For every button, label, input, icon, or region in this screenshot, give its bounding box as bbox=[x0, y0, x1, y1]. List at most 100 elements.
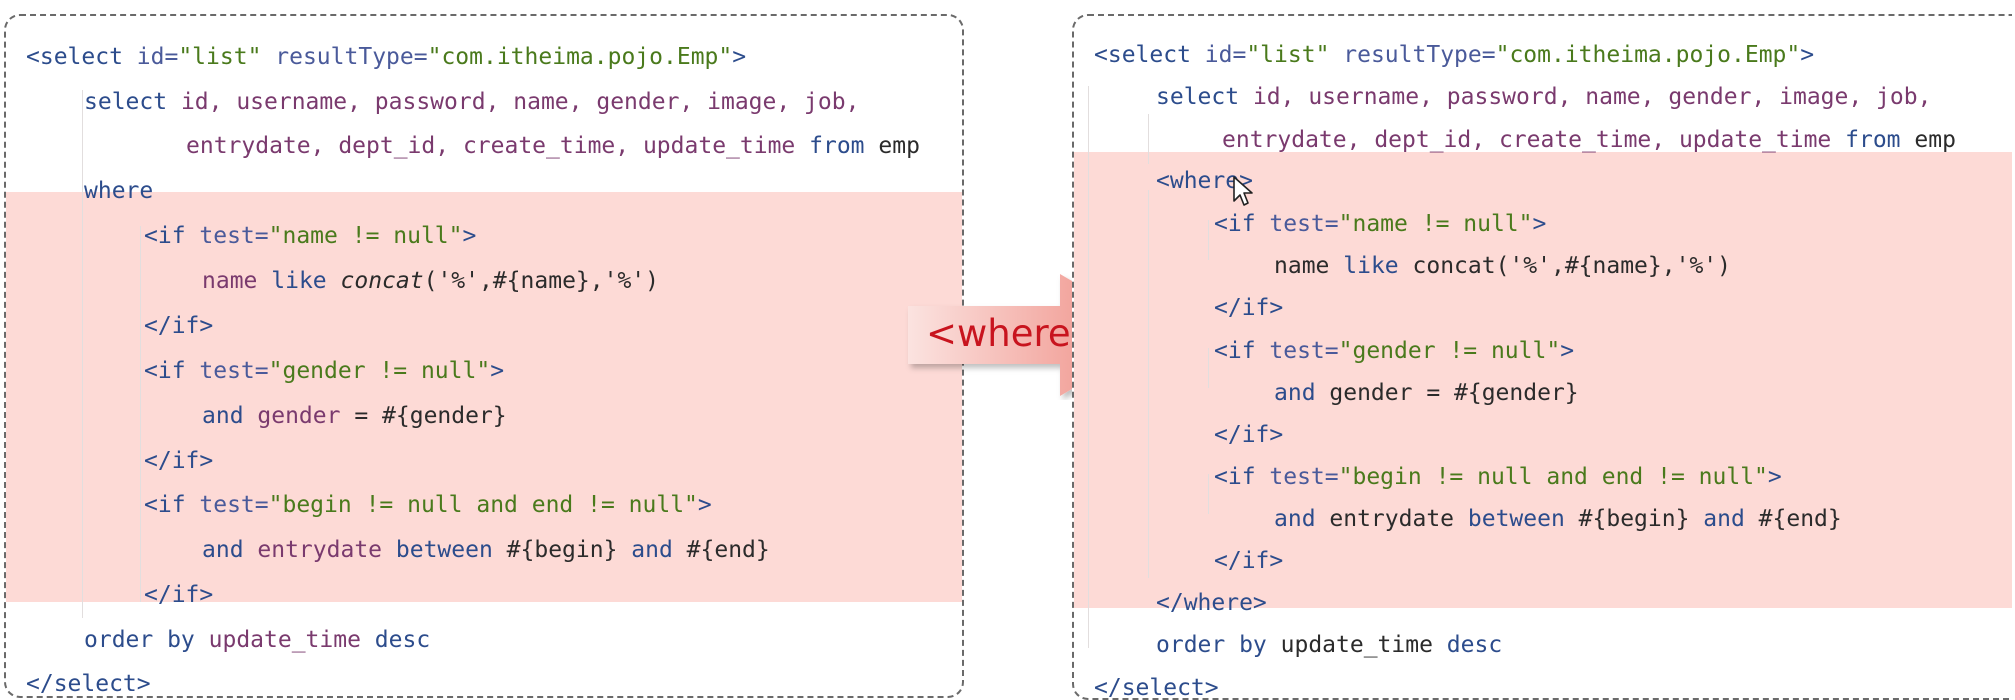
code-token: </if> bbox=[1214, 422, 1284, 448]
code-line: name like concat('%',#{name},'%') bbox=[1274, 252, 1731, 280]
code-token: select bbox=[84, 89, 181, 115]
code-line: order by update_time desc bbox=[1156, 631, 1502, 659]
code-token: and bbox=[631, 537, 687, 563]
code-token: "list" bbox=[178, 44, 276, 70]
code-token: </if> bbox=[1214, 548, 1284, 574]
code-line: <if test="gender != null"> bbox=[1214, 337, 1574, 365]
code-line: <if test="name != null"> bbox=[144, 222, 476, 250]
code-token: update_time bbox=[208, 627, 375, 653]
indent-guide bbox=[140, 226, 141, 602]
code-line: order by update_time desc bbox=[84, 626, 430, 654]
code-token: order by bbox=[1156, 632, 1281, 658]
code-token: id= bbox=[136, 44, 179, 70]
code-token: #{begin} bbox=[506, 537, 632, 563]
code-line: entrydate, dept_id, create_time, update_… bbox=[186, 132, 920, 160]
indent-guide bbox=[1088, 86, 1089, 648]
code-line: and gender = #{gender} bbox=[1274, 379, 1579, 407]
code-token: update_time bbox=[1280, 632, 1447, 658]
code-token: #{end} bbox=[1758, 506, 1842, 532]
code-line: <if test="name != null"> bbox=[1214, 210, 1546, 238]
code-line: </if> bbox=[144, 447, 213, 475]
code-token: </if> bbox=[144, 582, 214, 608]
indent-guide bbox=[1208, 220, 1209, 260]
code-token: <select bbox=[26, 44, 137, 70]
indent-guide bbox=[82, 90, 83, 618]
code-line: <if test="gender != null"> bbox=[144, 357, 504, 385]
highlight-block bbox=[6, 192, 962, 602]
indent-guide bbox=[1208, 348, 1209, 388]
code-token: test= bbox=[199, 223, 269, 249]
code-token: where bbox=[84, 178, 154, 204]
mouse-cursor-icon bbox=[1233, 176, 1253, 206]
code-token: test= bbox=[1269, 338, 1339, 364]
code-line: select id, username, password, name, gen… bbox=[84, 88, 859, 116]
code-token: <if bbox=[1214, 211, 1270, 237]
code-token: </if> bbox=[1214, 295, 1284, 321]
code-line: <select id="list" resultType="com.itheim… bbox=[26, 43, 746, 71]
code-line: and entrydate between #{begin} and #{end… bbox=[202, 536, 770, 564]
code-token: entrydate, dept_id, create_time, update_… bbox=[186, 133, 810, 159]
code-token: <if bbox=[144, 223, 200, 249]
code-line: name like concat('%',#{name},'%') bbox=[202, 267, 659, 295]
code-token: #{end} bbox=[686, 537, 770, 563]
code-token: test= bbox=[199, 492, 269, 518]
code-token: #{begin} bbox=[1578, 506, 1704, 532]
code-token: </where> bbox=[1156, 590, 1267, 616]
code-token: "begin != null and end != null" bbox=[268, 492, 698, 518]
code-line: </select> bbox=[26, 670, 151, 697]
code-token: name bbox=[202, 268, 272, 294]
code-line: where bbox=[84, 177, 153, 205]
code-token: id, username, password, name, gender, im… bbox=[180, 89, 860, 115]
code-token: name bbox=[1274, 253, 1344, 279]
code-line: <select id="list" resultType="com.itheim… bbox=[1094, 41, 1814, 69]
code-token: order by bbox=[84, 627, 209, 653]
code-token: gender = #{gender} bbox=[1329, 380, 1579, 406]
indent-guide bbox=[1208, 474, 1209, 514]
code-token: </select> bbox=[1094, 675, 1219, 700]
code-token: entrydate bbox=[1329, 506, 1468, 532]
code-line: </if> bbox=[144, 312, 213, 340]
code-token: > bbox=[1532, 211, 1547, 237]
code-token: entrydate, dept_id, create_time, update_… bbox=[1222, 127, 1846, 153]
code-line: </select> bbox=[1094, 674, 1219, 700]
code-token: from bbox=[1845, 127, 1915, 153]
code-token: "com.itheima.pojo.Emp" bbox=[1495, 42, 1801, 68]
code-token: <if bbox=[1214, 338, 1270, 364]
code-token: desc bbox=[374, 627, 431, 653]
code-line: and entrydate between #{begin} and #{end… bbox=[1274, 505, 1842, 533]
code-token: and bbox=[1274, 380, 1330, 406]
code-token: > bbox=[1800, 42, 1815, 68]
code-token: emp bbox=[878, 133, 920, 159]
code-token: "list" bbox=[1246, 42, 1344, 68]
code-line: <if test="begin != null and end != null"… bbox=[144, 491, 712, 519]
code-line: entrydate, dept_id, create_time, update_… bbox=[1222, 126, 1956, 154]
code-token: "com.itheima.pojo.Emp" bbox=[427, 44, 733, 70]
code-token: select bbox=[1156, 84, 1253, 110]
code-token: like bbox=[271, 268, 341, 294]
code-token: <if bbox=[144, 492, 200, 518]
code-token: between bbox=[395, 537, 507, 563]
indent-guide bbox=[1148, 114, 1149, 164]
code-token: resultType= bbox=[1343, 42, 1496, 68]
code-line: </if> bbox=[144, 581, 213, 609]
code-token: > bbox=[1560, 338, 1575, 364]
code-line: and gender = #{gender} bbox=[202, 402, 507, 430]
indent-guide bbox=[1148, 190, 1149, 578]
code-line: </if> bbox=[1214, 421, 1283, 449]
code-token: concat('%',#{name},'%') bbox=[1412, 253, 1732, 279]
code-token: and bbox=[202, 403, 258, 429]
code-token: test= bbox=[1269, 464, 1339, 490]
code-token: desc bbox=[1446, 632, 1503, 658]
highlight-block bbox=[1074, 152, 2012, 608]
code-token: entrydate bbox=[257, 537, 396, 563]
code-token: test= bbox=[1269, 211, 1339, 237]
code-token: > bbox=[490, 358, 505, 384]
code-token: = #{gender} bbox=[354, 403, 507, 429]
code-token: from bbox=[809, 133, 879, 159]
code-token: > bbox=[732, 44, 747, 70]
code-token: id= bbox=[1204, 42, 1247, 68]
code-token: </select> bbox=[26, 671, 151, 697]
code-token: > bbox=[1767, 464, 1782, 490]
code-token: and bbox=[1703, 506, 1759, 532]
code-token: "name != null" bbox=[1338, 211, 1533, 237]
